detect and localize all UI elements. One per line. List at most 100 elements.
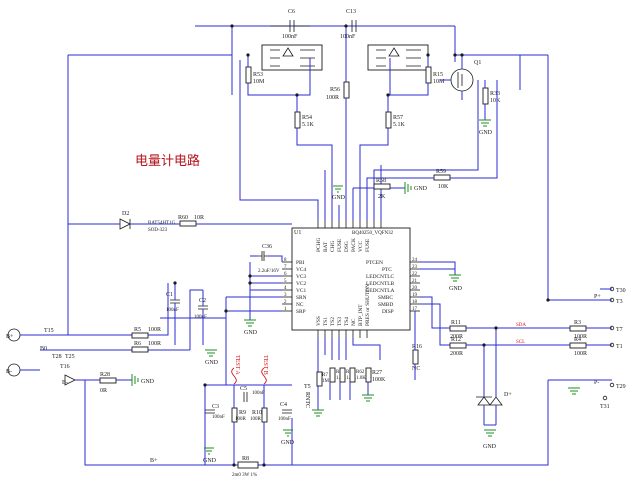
svg-text:TS3: TS3: [337, 317, 343, 326]
svg-text:CHG: CHG: [330, 241, 336, 252]
t15-label: T15: [44, 328, 54, 334]
ic-u1-ref: U1: [294, 230, 301, 236]
t7-label: T7: [616, 327, 623, 333]
r8-body: [237, 461, 259, 469]
vc-bus: [250, 275, 282, 291]
sense-filter-wires: [204, 330, 292, 465]
r-p-rail: [547, 55, 592, 301]
r6-ref: R6: [134, 341, 141, 347]
junction-dots: [173, 24, 550, 467]
svg-text:VC2: VC2: [296, 281, 306, 287]
q1-ref: Q1: [474, 60, 481, 66]
c6-ref: C6: [288, 9, 295, 15]
c3-value: 100nF: [212, 415, 225, 420]
test-a-label: TEST A: [234, 355, 240, 375]
c1-ref: C1: [166, 292, 173, 298]
svg-text:TS1: TS1: [323, 317, 329, 326]
svg-text:LEDCNTLC: LEDCNTLC: [366, 274, 395, 280]
r62-value: 1.0K: [356, 376, 366, 381]
r6-wire: [189, 289, 203, 350]
r53-wire: [247, 55, 311, 96]
c4-ref: C4: [280, 402, 287, 408]
r7-ref: R7: [322, 373, 328, 378]
t30-label: T30: [616, 288, 626, 294]
svg-text:19: 19: [412, 293, 418, 298]
svg-text:DISP: DISP: [382, 309, 394, 315]
b-minus-net: B-: [62, 380, 68, 386]
d2-ref: D2: [122, 211, 129, 217]
svg-text:PTC: PTC: [382, 267, 392, 273]
c2-value: 100nF: [194, 315, 207, 320]
svg-text:PCHG: PCHG: [316, 238, 322, 252]
r16-ref: R16: [412, 344, 422, 350]
r3-body: [569, 325, 587, 332]
r15-wire: [389, 55, 429, 96]
svg-text:22: 22: [412, 272, 418, 277]
gnd-c3-icon: [204, 447, 214, 455]
r8-ref: R8: [242, 456, 249, 462]
t29-pad: [609, 382, 615, 388]
r27-ref: R27: [372, 370, 382, 376]
r27-body: [365, 367, 372, 383]
c5-value: 100nF: [252, 391, 265, 396]
d2-diode-icon: [119, 218, 131, 230]
sda-net: SDA: [516, 323, 526, 328]
svg-text:24: 24: [412, 258, 418, 263]
r11-ref: R11: [451, 320, 461, 326]
r53-value: 10M: [253, 79, 265, 85]
p-minus-wires: [292, 379, 612, 466]
t29-label: T29: [616, 384, 626, 390]
bo-net: B0: [40, 346, 47, 352]
gnd-ptc-icon: [449, 274, 461, 282]
ts-wires: [329, 382, 369, 400]
r53-body: [245, 66, 252, 84]
r62-ref: R62: [356, 370, 365, 375]
svg-text:1: 1: [284, 307, 287, 312]
c2-symbol: [198, 305, 208, 310]
d-net: D+: [504, 392, 512, 398]
tvs-wires: [483, 328, 497, 426]
gnd-c36-label: GND: [244, 330, 258, 336]
svg-text:VCC: VCC: [358, 241, 364, 252]
gnd-r33-icon: [479, 119, 491, 127]
r11-value: 200R: [450, 334, 463, 340]
t31-label: T31: [600, 404, 610, 410]
svg-text:SMBC: SMBC: [378, 295, 393, 301]
gnd-vss-icon: [312, 409, 324, 417]
schematic-title: 电量计电路: [135, 153, 200, 169]
r59-body: [433, 174, 451, 181]
r57-value: 5.1K: [393, 122, 406, 128]
c1-value: 100nF: [166, 308, 179, 313]
r16-body: [412, 349, 419, 365]
gnd-r58-label: GND: [414, 186, 428, 192]
r28-body: [99, 377, 117, 384]
r66-body: [329, 367, 336, 383]
svg-text:PTCEN: PTCEN: [366, 260, 383, 266]
svg-text:VSS: VSS: [316, 316, 322, 326]
r65-body: [339, 367, 346, 383]
c13-ref: C13: [346, 9, 356, 15]
gnd-c3-label: GND: [203, 458, 217, 464]
r59-value: 10K: [438, 184, 449, 190]
svg-text:5: 5: [284, 279, 287, 284]
r16-value: NC: [412, 366, 420, 372]
svg-text:NC: NC: [296, 302, 304, 308]
r5-wire: [148, 283, 169, 336]
r59-wire: [430, 80, 498, 179]
t5-label: T5: [304, 384, 311, 390]
r56-value: 100R: [326, 95, 339, 101]
ic-top-pins: PCHG BAT CHG FUSE DSG PACK VCC FUSE: [316, 220, 382, 252]
c4-value: 100nF: [278, 417, 291, 422]
r15-value: 10M: [433, 79, 445, 85]
scl-net: SCL: [516, 340, 525, 345]
t28-label: T28: [52, 354, 62, 360]
r12-body: [449, 342, 467, 349]
r53-ref: R53: [253, 72, 263, 78]
r60-ref: R60: [178, 215, 188, 221]
r8-value: 2m0 3W 1%: [232, 473, 257, 478]
svg-text:2: 2: [284, 300, 287, 305]
r7-value: 1M: [322, 379, 330, 384]
svg-text:4: 4: [284, 286, 287, 291]
